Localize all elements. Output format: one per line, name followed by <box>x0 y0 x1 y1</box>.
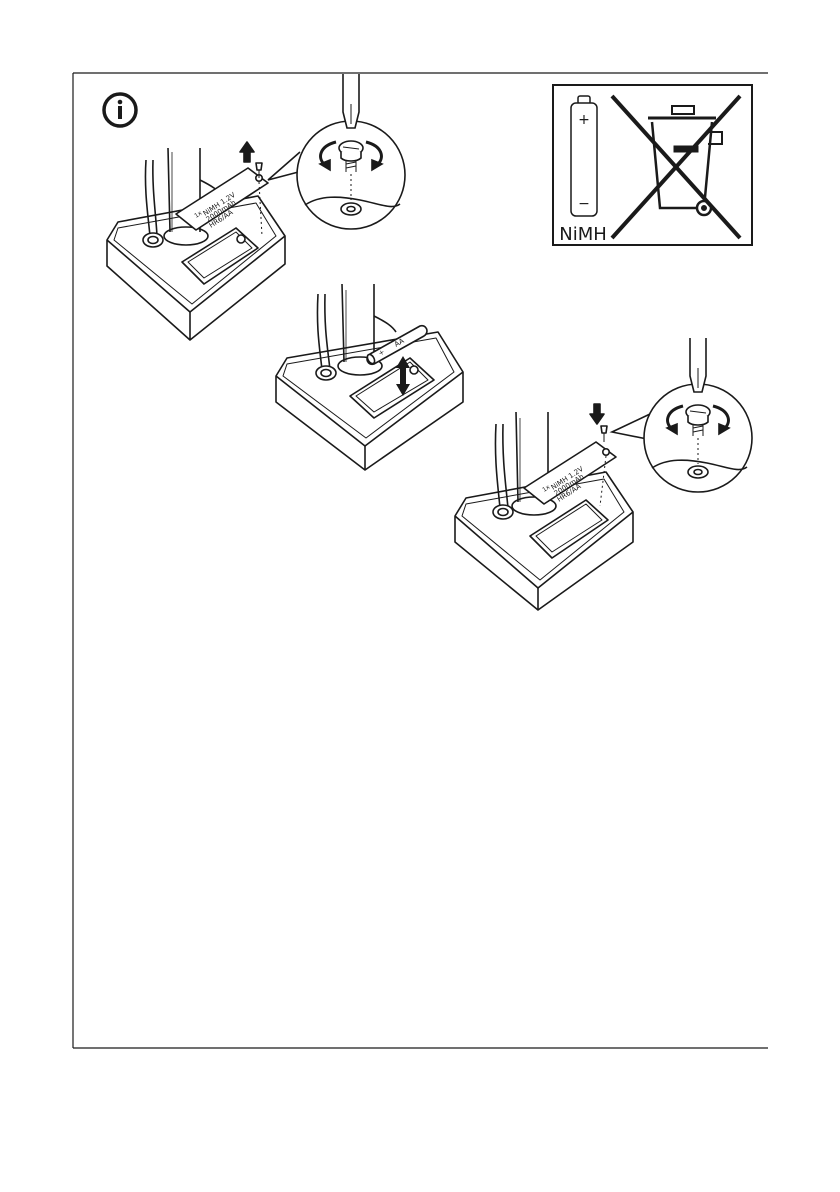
battery-minus-sign: − <box>578 196 590 212</box>
step1-illustration: NiMH 1.2V 2000mAh HR6/AA 1x <box>107 142 285 340</box>
step1-screw-detail <box>268 74 405 229</box>
lift-arrow-icon <box>240 142 254 162</box>
battery-plus-sign: + <box>578 112 590 128</box>
step2-illustration: + AA <box>276 284 463 470</box>
step3-screw-detail <box>612 338 752 492</box>
push-down-arrow-icon <box>590 404 604 424</box>
chemistry-label: NiMH <box>559 224 607 245</box>
info-icon <box>104 94 136 126</box>
step3-illustration: NiMH 1.2V 2000mAh HR6/AA 1x <box>455 404 633 610</box>
disposal-panel: + − NiMH <box>553 85 752 245</box>
